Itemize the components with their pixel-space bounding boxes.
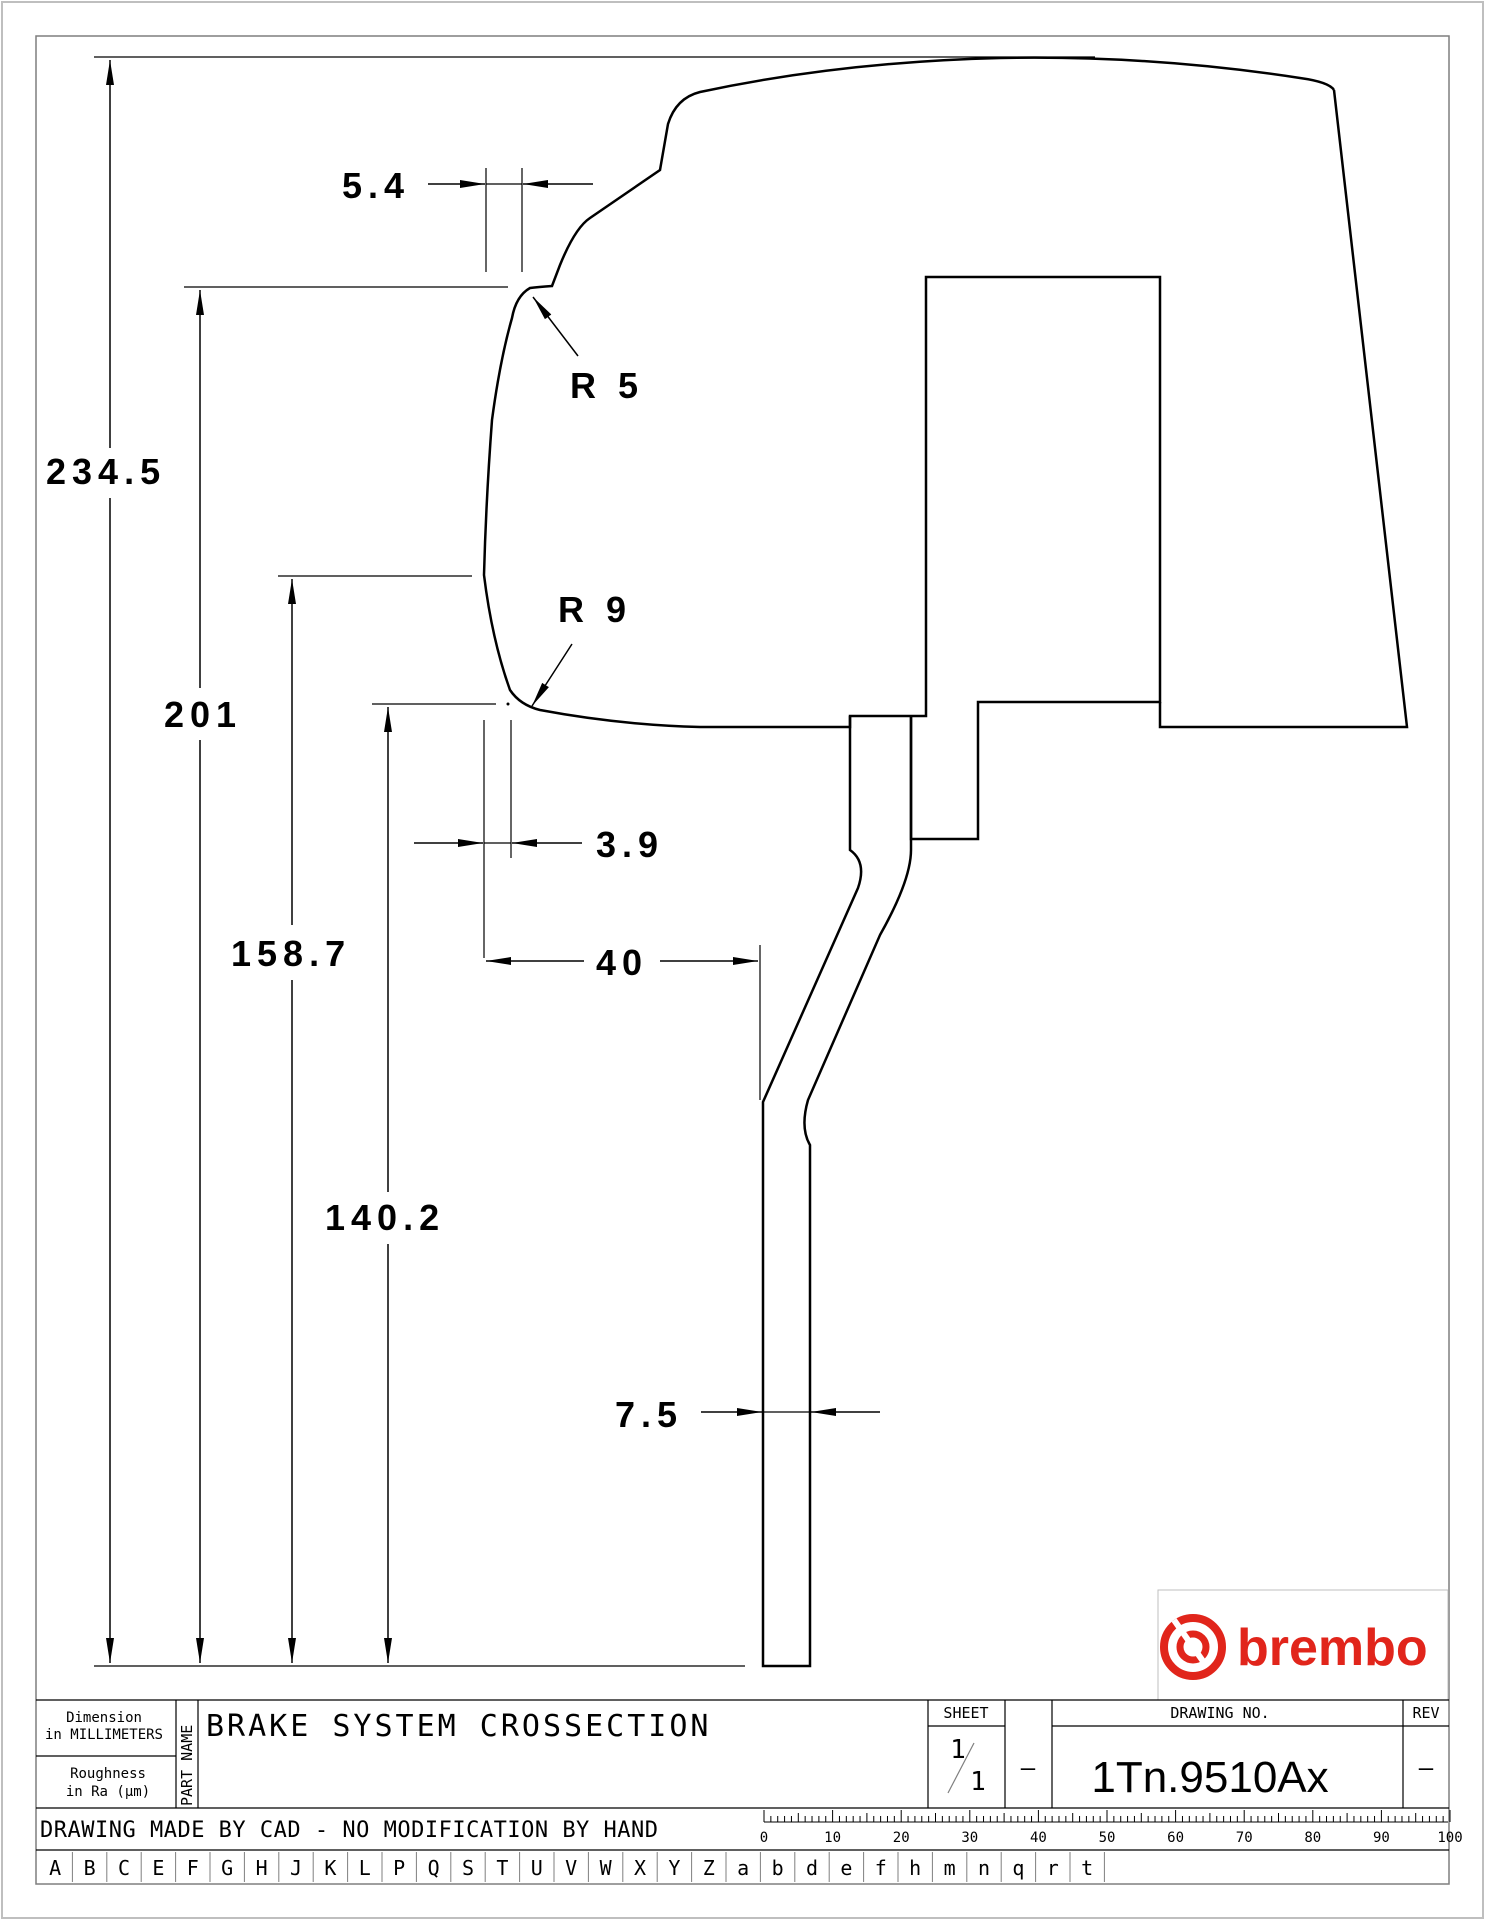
part-name-label: PART NAME (178, 1725, 196, 1806)
label-7-5: 7.5 (615, 1394, 683, 1435)
scale-tick-label: 0 (760, 1830, 768, 1846)
grid-letter: Y (668, 1856, 680, 1880)
scale-tick-label: 30 (961, 1830, 978, 1846)
dim-40: 40 (486, 942, 761, 1100)
sheet-label: SHEET (943, 1704, 988, 1722)
grid-letter: f (875, 1856, 887, 1880)
sheet-denominator: 1 (970, 1767, 986, 1797)
dim-201: 201 (164, 286, 508, 1663)
scale-tick-label: 70 (1236, 1830, 1253, 1846)
dimension-label-2: in MILLIMETERS (45, 1727, 163, 1743)
drawing-no-label: DRAWING NO. (1170, 1704, 1269, 1722)
label-40: 40 (596, 942, 648, 983)
scale-ruler: 0 10 20 30 40 50 60 70 80 90 100 (760, 1810, 1463, 1846)
grid-letter: F (187, 1856, 199, 1880)
grid-letter: X (634, 1856, 646, 1880)
grid-letter: C (118, 1856, 130, 1880)
grid-letter: b (772, 1856, 784, 1880)
dim-7-5: 7.5 (615, 1394, 880, 1435)
grid-letter: A (49, 1856, 61, 1880)
scale-tick-label: 60 (1167, 1830, 1184, 1846)
grid-letter: S (462, 1856, 474, 1880)
scale-tick-label: 10 (824, 1830, 841, 1846)
dim-3-9: 3.9 (414, 702, 664, 958)
label-140-2: 140.2 (325, 1197, 445, 1238)
title-block-grid (36, 1699, 1449, 1851)
caliper-outline (482, 56, 1409, 841)
roughness-label-1: Roughness (70, 1766, 146, 1782)
brembo-wordmark: brembo (1237, 1619, 1428, 1677)
sheet-slash (947, 1742, 975, 1794)
grid-letter: H (256, 1856, 268, 1880)
label-3-9: 3.9 (596, 824, 664, 865)
label-158-7: 158.7 (231, 933, 351, 974)
grid-letter: K (324, 1856, 336, 1880)
grid-letter: W (600, 1856, 613, 1880)
label-234-5: 234.5 (46, 451, 166, 492)
dim-r9: R 9 (531, 589, 632, 707)
grid-letter: e (840, 1856, 852, 1880)
grid-letter: Q (428, 1856, 440, 1880)
grid-letter: h (909, 1856, 921, 1880)
scale-tick-label: 100 (1437, 1830, 1462, 1846)
drawing-number: 1Tn.9510Ax (1091, 1753, 1328, 1802)
grid-letter: t (1081, 1856, 1093, 1880)
dim-234-5: 234.5 (46, 56, 1095, 1667)
scale-tick-label: 80 (1304, 1830, 1321, 1846)
dim-5-4: 5.4 (342, 165, 593, 272)
grid-letter: J (290, 1856, 302, 1880)
grid-letter: Z (703, 1856, 715, 1880)
sheet-dash: — (1021, 1754, 1036, 1782)
rev-label: REV (1412, 1704, 1439, 1722)
grid-letter: P (393, 1856, 405, 1880)
cad-note: DRAWING MADE BY CAD - NO MODIFICATION BY… (40, 1818, 659, 1843)
scale-tick-label: 40 (1030, 1830, 1047, 1846)
label-r5: R 5 (570, 365, 644, 406)
grid-letter: V (565, 1856, 577, 1880)
grid-letter: m (944, 1856, 956, 1880)
scale-tick-label: 50 (1099, 1830, 1116, 1846)
label-r9: R 9 (558, 589, 632, 630)
grid-letter: n (978, 1856, 990, 1880)
dim-140-2: 140.2 (325, 703, 496, 1663)
scale-tick-label: 90 (1373, 1830, 1390, 1846)
scale-tick-label: 20 (893, 1830, 910, 1846)
dim-158-7: 158.7 (231, 575, 472, 1663)
label-5-4: 5.4 (342, 165, 410, 206)
inner-frame (35, 35, 1450, 1885)
label-201: 201 (164, 694, 242, 735)
grid-letter: L (359, 1856, 371, 1880)
rev-value: — (1419, 1754, 1434, 1782)
grid-letter: E (152, 1856, 164, 1880)
disc-outline (761, 716, 913, 1668)
brembo-mark-icon (1160, 1614, 1226, 1680)
grid-letter: U (531, 1856, 543, 1880)
dimension-label-1: Dimension (66, 1710, 142, 1726)
grid-letter: q (1012, 1856, 1024, 1880)
grid-letter: a (737, 1856, 749, 1880)
part-name: BRAKE SYSTEM CROSSECTION (206, 1709, 711, 1744)
roughness-label-2: in Ra (µm) (66, 1784, 150, 1800)
grid-letter: G (221, 1856, 233, 1880)
grid-letter: r (1047, 1856, 1059, 1880)
grid-letter: B (84, 1856, 96, 1880)
sheet-numerator: 1 (950, 1735, 966, 1765)
brembo-logo: brembo (1157, 1589, 1449, 1701)
dim-r5: R 5 (532, 296, 644, 406)
grid-letter: d (806, 1856, 818, 1880)
grid-letter: T (496, 1856, 508, 1880)
